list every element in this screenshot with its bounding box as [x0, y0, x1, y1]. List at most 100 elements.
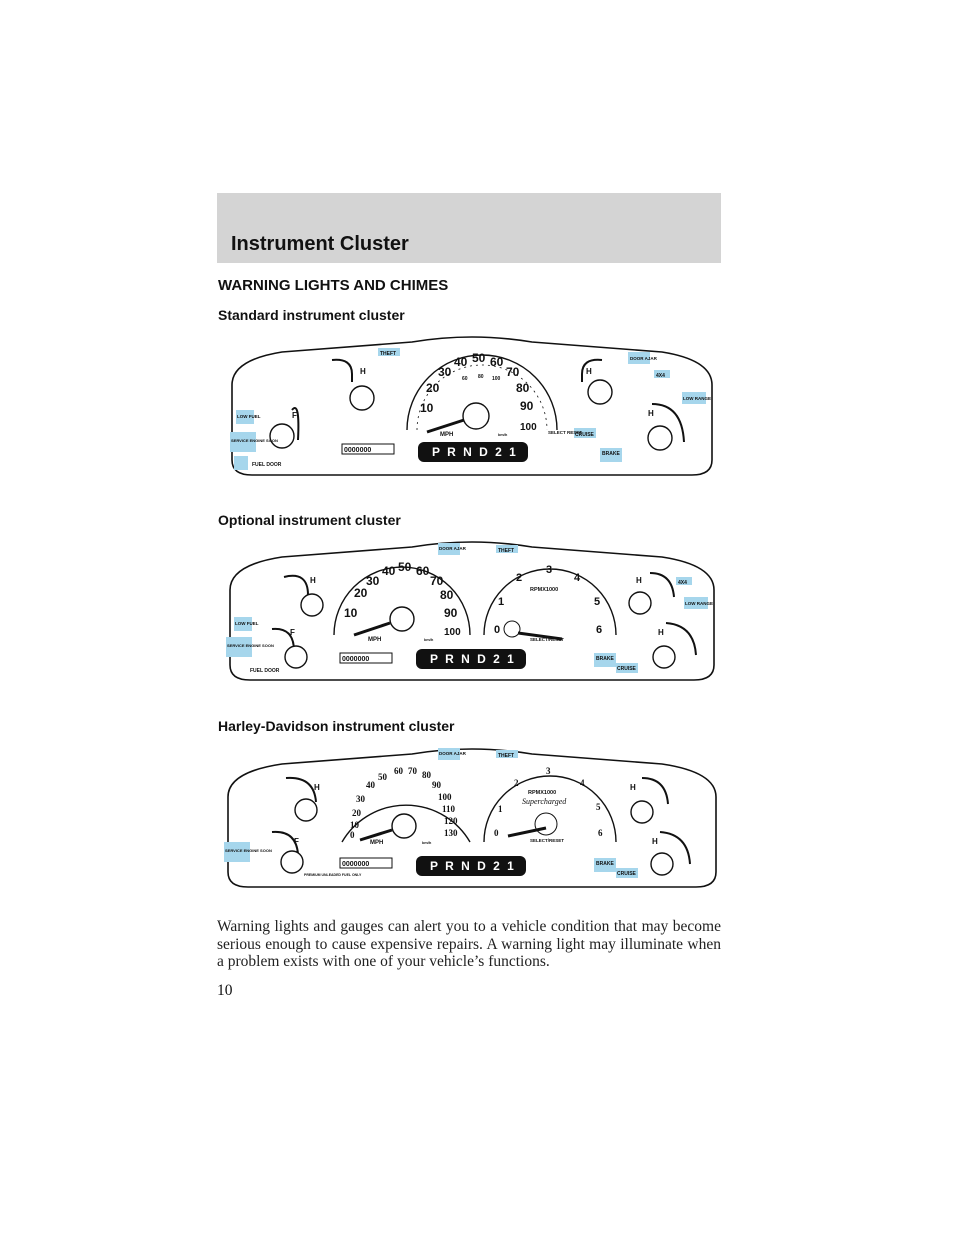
tach-mark-4: 4	[580, 778, 585, 788]
fuel-door-label: FUEL DOOR	[250, 668, 280, 674]
brake-label: BRAKE	[596, 656, 614, 662]
volt-h-mark: H	[648, 409, 654, 418]
prndl-display	[416, 856, 526, 876]
service-engine-label: SERVICE ENGINE SOON	[227, 643, 274, 648]
oil-gauge: H	[630, 777, 669, 824]
speed-mark-90: 90	[520, 399, 534, 413]
speed-mark-70: 70	[430, 574, 444, 588]
speed-mark-10: 10	[350, 820, 360, 830]
speedometer: 10 20 30 40 50 60 70 80 90 100 MPH km/h	[333, 560, 471, 643]
cluster-title-standard: Standard instrument cluster	[218, 307, 405, 323]
tach-mark-0: 0	[494, 624, 500, 636]
low-fuel-badge	[234, 617, 252, 631]
speed-mark-90: 90	[432, 780, 442, 790]
door-ajar-badge	[628, 352, 650, 364]
kmh-mark-100: 100	[492, 376, 501, 382]
brake-label: BRAKE	[596, 861, 614, 867]
rpm-label: RPMX1000	[530, 587, 558, 593]
theft-label: THEFT	[498, 753, 514, 759]
prndl-display	[418, 442, 528, 462]
odometer-digits: 0000000	[342, 861, 369, 868]
speed-mark-10: 10	[420, 401, 434, 415]
fuel-gauge: F	[271, 627, 308, 669]
speed-mark-80: 80	[422, 770, 432, 780]
voltmeter-gauge: H	[652, 622, 697, 669]
section-heading: WARNING LIGHTS AND CHIMES	[218, 277, 449, 294]
standard-cluster-drawing: 10 20 30 40 50 60 70 80 90 100 60 80 100…	[230, 336, 713, 476]
seatbelt-badge	[234, 456, 248, 470]
brake-badge	[600, 448, 622, 462]
mph-unit: MPH	[368, 637, 381, 643]
tach-mark-3: 3	[546, 564, 552, 576]
cruise-badge	[616, 663, 638, 673]
speedometer: 10 20 30 40 50 60 70 80 90 100 60 80 100…	[406, 351, 558, 438]
tach-mark-5: 5	[596, 802, 601, 812]
cluster-title-optional: Optional instrument cluster	[218, 512, 401, 528]
prndl-label: P R N D 2 1	[432, 445, 518, 459]
tach-mark-2: 2	[516, 572, 522, 584]
select-reset-label: SELECT RESET	[548, 430, 582, 435]
brake-label: BRAKE	[602, 451, 620, 457]
oil-h-mark: H	[630, 783, 636, 792]
harley-cluster-figure: 0 10 20 30 40 50 60 70 80 90 100 110 120…	[222, 742, 722, 890]
standard-cluster-figure: 10 20 30 40 50 60 70 80 90 100 60 80 100…	[222, 330, 722, 478]
volt-h-mark: H	[652, 837, 658, 846]
theft-label: THEFT	[498, 548, 514, 554]
fuel-f-mark: F	[294, 837, 299, 846]
odometer	[339, 652, 393, 664]
kmh-mark-60: 60	[462, 376, 468, 382]
speed-mark-10: 10	[344, 606, 358, 620]
tach-mark-1: 1	[498, 596, 504, 608]
speed-mark-60: 60	[394, 766, 404, 776]
prndl-label: P R N D 2 1	[430, 652, 516, 666]
kmh-unit: km/h	[498, 432, 508, 437]
oil-gauge: H	[581, 358, 613, 405]
speedometer: 0 10 20 30 40 50 60 70 80 90 100 110 120…	[341, 766, 471, 846]
voltmeter-gauge: H	[650, 831, 691, 876]
prndl-display	[416, 649, 526, 669]
section-header-band: Instrument Cluster	[217, 193, 721, 263]
cruise-label: CRUISE	[575, 432, 595, 438]
4x4-badge	[676, 577, 692, 585]
oil-h-mark: H	[636, 576, 642, 585]
door-ajar-label: DOOR AJAR	[630, 356, 658, 361]
speed-mark-20: 20	[354, 586, 368, 600]
odometer	[341, 443, 395, 455]
select-reset-label: SELECT/RESET	[530, 838, 564, 843]
odometer-digits: 0000000	[344, 447, 371, 454]
mph-unit: MPH	[440, 432, 453, 438]
speed-mark-70: 70	[506, 365, 520, 379]
temp-h-mark: H	[360, 367, 366, 376]
4x4-badge	[654, 370, 670, 378]
theft-badge	[496, 750, 518, 758]
low-fuel-badge	[236, 410, 254, 424]
speed-mark-60: 60	[490, 355, 504, 369]
theft-badge	[378, 348, 400, 356]
premium-fuel-label: PREMIUM UNLEADED FUEL ONLY	[304, 873, 362, 877]
odometer	[339, 857, 393, 869]
low-range-label: LOW RANGE	[683, 396, 711, 401]
tach-mark-6: 6	[596, 624, 602, 636]
page-title: Instrument Cluster	[231, 233, 409, 255]
fuel-gauge: F	[269, 407, 300, 449]
speed-mark-60: 60	[416, 564, 430, 578]
tachometer: 0 1 2 3 4 5 6 RPMX1000 SELECT/RESET	[483, 564, 617, 642]
fuel-door-label: FUEL DOOR	[252, 462, 282, 468]
speed-mark-40: 40	[366, 780, 376, 790]
speed-mark-50: 50	[472, 351, 486, 365]
oil-h-mark: H	[586, 367, 592, 376]
speed-mark-80: 80	[440, 588, 454, 602]
optional-cluster-drawing: 10 20 30 40 50 60 70 80 90 100 MPH km/h …	[226, 541, 715, 681]
temperature-gauge: H	[285, 776, 320, 822]
speed-mark-30: 30	[438, 365, 452, 379]
temp-h-mark: H	[310, 576, 316, 585]
temperature-gauge: H	[283, 574, 324, 617]
speed-mark-40: 40	[382, 564, 396, 578]
brake-badge	[594, 653, 616, 667]
tach-mark-5: 5	[594, 596, 600, 608]
speed-mark-110: 110	[442, 804, 456, 814]
kmh-unit: km/h	[424, 637, 434, 642]
cruise-label: CRUISE	[617, 666, 637, 672]
door-ajar-badge	[438, 748, 460, 760]
fuel-gauge: F PREMIUM UNLEADED FUEL ONLY	[271, 830, 362, 877]
